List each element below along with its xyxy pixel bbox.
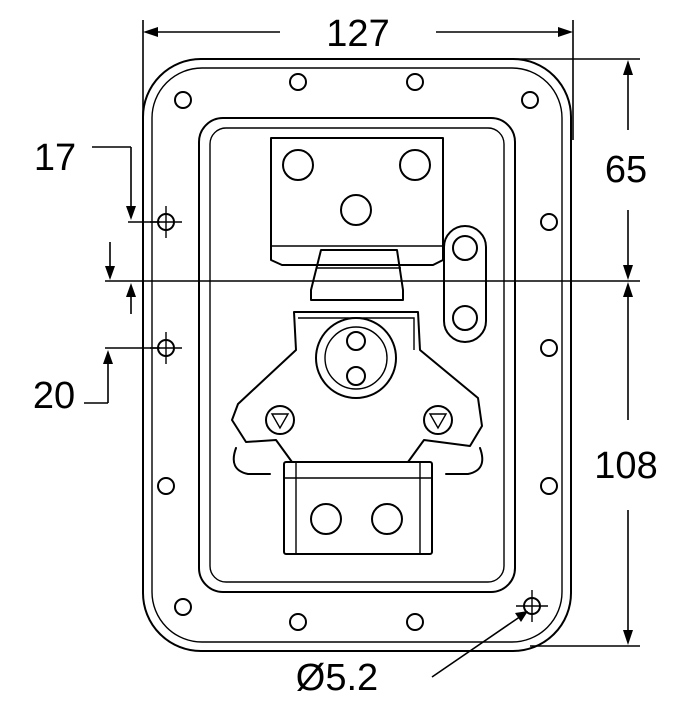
dimension-label-upper-height: 65 [605,149,647,191]
dimension-left-offsets [84,146,160,404]
referenced-holes [150,206,548,622]
keeper-plate [270,137,444,266]
dimension-label-hole-offset-bottom: 20 [33,375,75,417]
hook-arm [310,249,404,301]
lever-body [231,311,484,475]
flange-mounting-holes [157,73,558,631]
dimension-label-lower-height: 108 [594,445,657,487]
dimension-overall-width [142,20,574,140]
dimension-label-hole-offset-top: 17 [34,137,76,179]
dimension-label-overall-width: 127 [326,13,389,55]
recessed-dish [198,117,516,593]
slotted-link [443,225,487,343]
dimension-label-hole-diameter: Ø5.2 [296,657,378,699]
dimension-right-heights [105,58,640,647]
outer-flange-plate [142,58,572,652]
dimension-hole-diameter [431,611,528,678]
hinge-base-plate [283,461,433,555]
